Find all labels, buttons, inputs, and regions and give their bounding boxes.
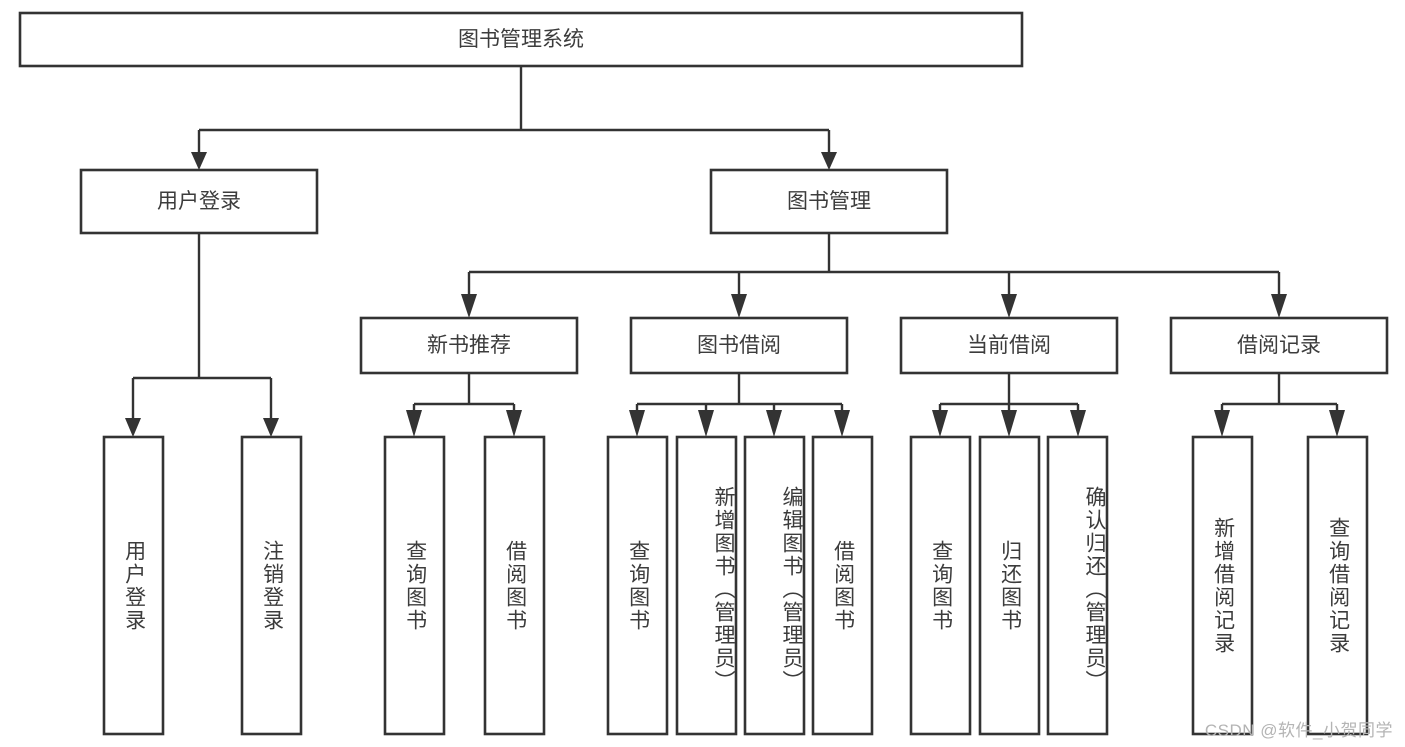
- node-box-user-login[interactable]: [79, 168, 319, 235]
- arrow-head-level3-1: [731, 294, 747, 318]
- arrow-head-level2-0: [191, 152, 207, 170]
- node-box-book-management[interactable]: [709, 168, 949, 235]
- node-box-leaf-current-borrow-2[interactable]: [1046, 435, 1109, 736]
- arrow-head-newbook-1: [506, 410, 522, 437]
- node-box-leaf-current-borrow-1[interactable]: [978, 435, 1041, 736]
- arrow-head-userlogin-0: [125, 418, 141, 437]
- node-box-leaf-new-book-1[interactable]: [483, 435, 546, 736]
- arrow-head-level3-0: [461, 294, 477, 318]
- arrow-head-level3-3: [1271, 294, 1287, 318]
- node-box-leaf-book-borrow-1[interactable]: [675, 435, 738, 736]
- arrow-head-borrowrecord-1: [1329, 410, 1345, 437]
- arrow-head-bookborrow-0: [629, 410, 645, 437]
- node-box-leaf-book-borrow-0[interactable]: [606, 435, 669, 736]
- node-box-leaf-borrow-record-1[interactable]: [1306, 435, 1369, 736]
- node-box-leaf-user-login-0[interactable]: [102, 435, 165, 736]
- node-box-root[interactable]: [18, 11, 1024, 68]
- arrow-head-newbook-0: [406, 410, 422, 437]
- arrow-head-bookborrow-2: [766, 410, 782, 437]
- arrow-head-bookborrow-1: [698, 410, 714, 437]
- watermark-text: CSDN @软件_小贺同学: [1204, 721, 1393, 740]
- node-box-current-borrow[interactable]: [899, 316, 1119, 375]
- arrow-head-level2-1: [821, 152, 837, 170]
- arrow-head-level3-2: [1001, 294, 1017, 318]
- node-box-leaf-book-borrow-2[interactable]: [743, 435, 806, 736]
- node-box-leaf-user-login-1[interactable]: [240, 435, 303, 736]
- arrow-head-bookborrow-3: [834, 410, 850, 437]
- node-box-leaf-book-borrow-3[interactable]: [811, 435, 874, 736]
- node-box-new-book-recommend[interactable]: [359, 316, 579, 375]
- node-box-leaf-current-borrow-0[interactable]: [909, 435, 972, 736]
- arrow-head-currentborrow-0: [932, 410, 948, 437]
- arrow-head-borrowrecord-0: [1214, 410, 1230, 437]
- node-box-borrow-record[interactable]: [1169, 316, 1389, 375]
- arrow-head-currentborrow-2: [1070, 410, 1086, 437]
- arrow-head-userlogin-1: [263, 418, 279, 437]
- node-box-leaf-borrow-record-0[interactable]: [1191, 435, 1254, 736]
- node-box-leaf-new-book-0[interactable]: [383, 435, 446, 736]
- node-box-book-borrow[interactable]: [629, 316, 849, 375]
- arrow-head-currentborrow-1: [1001, 410, 1017, 437]
